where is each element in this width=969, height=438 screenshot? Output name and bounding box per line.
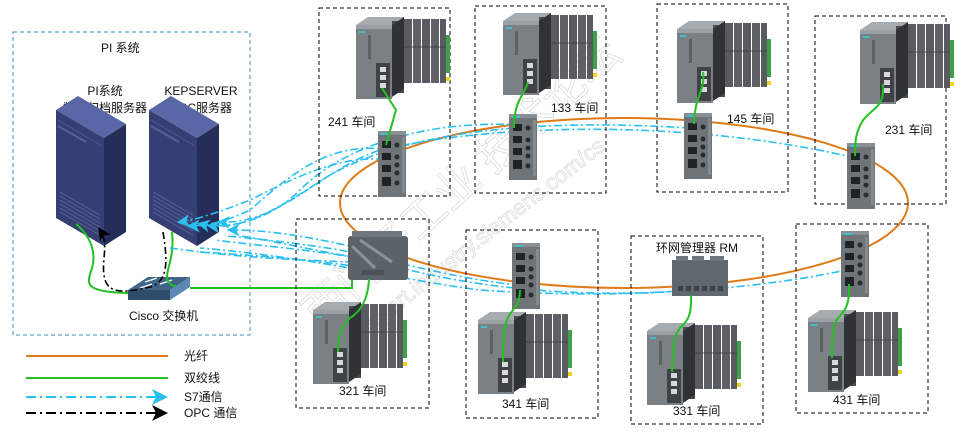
plc-icon [807,309,903,393]
legend-item-fiber: 光纤 [26,349,208,363]
pi-server-label-line1: PI系统 [87,84,122,98]
cisco-switch-icon [128,277,190,300]
ring-manager-label: 环网管理器 RM [656,240,738,255]
fiber-optic-ring [339,117,909,289]
workshop-321: 321 车间 [295,218,430,409]
workshop-145: 145 车间 [656,3,789,193]
workshop-241: 241 车间 [318,7,451,197]
legend-item-s7: S7通信 [26,389,223,405]
scalance-switch-icon [847,143,875,209]
workshop-231-boundary [814,15,947,205]
workshop-label: 241 车间 [328,114,375,129]
twisted-pair-link [693,71,705,125]
twisted-pair-link [831,283,851,359]
scalance-switch-icon [378,131,406,197]
legend-label: OPC 通信 [184,406,237,420]
twisted-pair-pi-server [75,223,129,294]
scalance-switch-icon [841,231,869,297]
workshop-431-boundary [795,223,929,414]
pi-system-group: PI 系统 PI系统 数据归档服务器 KEPSERVER OPC服务器 Cisc… [12,31,251,336]
workshop-label: 331 车间 [673,403,720,418]
workshop-341: 341 车间 [465,229,599,419]
cisco-switch-label: Cisco 交换机 [129,308,198,323]
pi-archive-server-icon [55,95,127,247]
workshop-label: 431 车间 [833,392,880,407]
ring-manager-icon [672,256,728,296]
legend-item-twisted-pair: 双绞线 [26,370,220,385]
twisted-pair-link [671,294,693,373]
twisted-pair-link [502,289,521,363]
legend-item-opc: OPC 通信 [26,405,237,421]
kepserver-opc-server-icon [148,95,220,247]
workshop-145-boundary [656,3,789,193]
workshop-431: 431 车间 [795,223,929,414]
legend: 光纤 双绞线 S7通信 OPC 通信 [26,349,237,421]
kep-server-label-line1: KEPSERVER [164,84,237,98]
scalance-switch-icon [512,243,540,309]
workshop-label: 133 车间 [551,100,598,115]
twisted-pair-kep-server [166,231,177,287]
legend-label: 光纤 [184,349,208,363]
plc-icon [312,301,408,385]
opc-communication-arrow [98,227,167,292]
scalance-switch-icon [684,113,712,179]
twisted-pair-link [854,83,885,157]
industrial-router-icon [348,231,408,280]
workshop-label: 145 车间 [727,111,774,126]
twisted-pair-link [337,278,370,353]
legend-label: 双绞线 [184,370,220,385]
plc-icon [859,21,955,105]
workshop-331: 环网管理器 RM 331 车间 [630,235,764,425]
plc-icon [646,322,742,406]
workshop-133: 133 车间 [474,5,607,194]
workshop-331-boundary [630,235,764,425]
pi-system-boundary [12,31,251,336]
legend-label: S7通信 [184,390,223,404]
workshop-label: 321 车间 [339,383,386,398]
plc-icon [477,311,573,395]
twisted-pair-link [381,87,398,146]
workshop-133-boundary [474,5,607,194]
workshop-321-boundary [295,218,430,409]
plc-icon [355,16,451,100]
workshop-label: 341 车间 [502,396,549,411]
plc-icon [676,20,772,104]
workshop-label: 231 车间 [885,122,932,137]
twisted-pair-link [513,81,529,129]
workshop-231: 231 车间 [814,15,955,209]
pi-system-title: PI 系统 [101,41,140,55]
workshop-341-boundary [465,229,599,419]
workshop-241-boundary [318,7,451,197]
